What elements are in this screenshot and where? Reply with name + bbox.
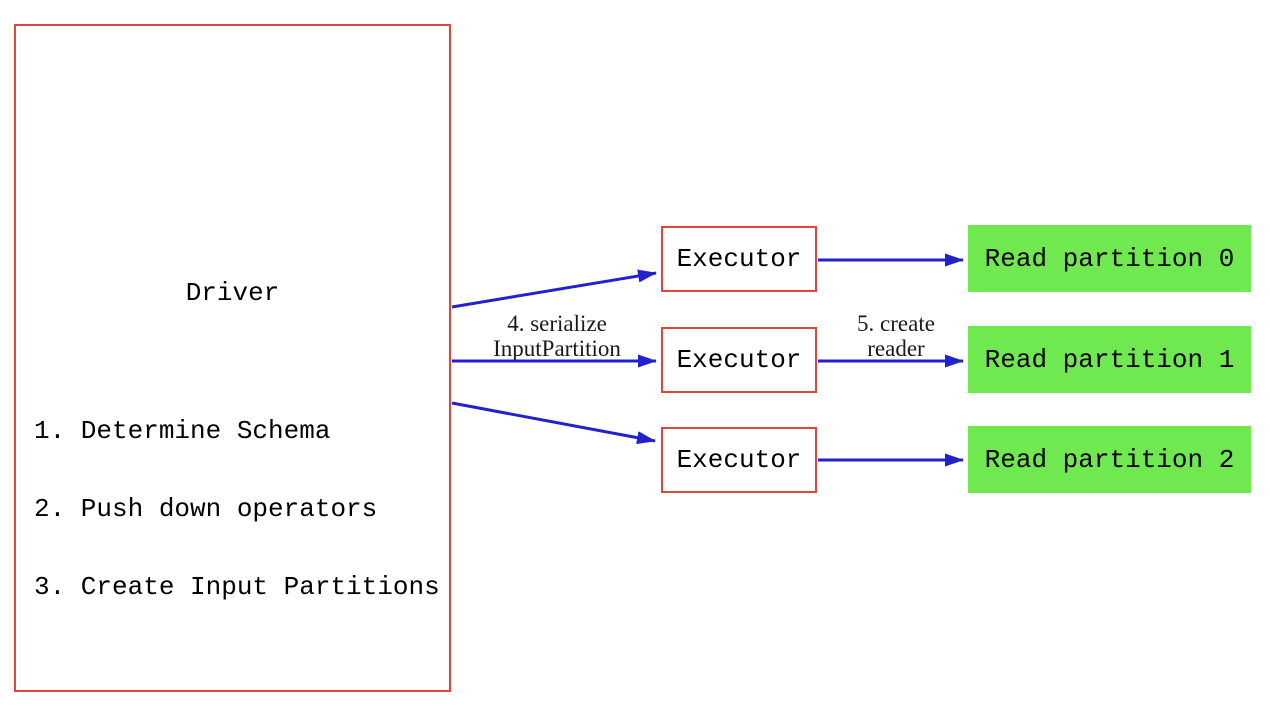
driver-steps-list: 1. Determine Schema 2. Push down operato… [34, 366, 440, 652]
arrow-driver-to-executor-3 [451, 401, 656, 445]
executor-label-3: Executor [676, 445, 802, 475]
read-partition-label-1: Read partition 1 [984, 344, 1235, 375]
driver-title: Driver [185, 278, 280, 308]
arrow-driver-to-executor-1 [451, 269, 657, 309]
read-partition-node-2: Read partition 2 [968, 426, 1251, 493]
edge-label-create-reader-line1: 5. create [857, 311, 935, 336]
edge-label-serialize-inputpartition: 4. serialize InputPartition [447, 311, 667, 361]
executor-node-2: Executor [661, 327, 817, 393]
edge-label-create-reader-line2: reader [867, 336, 925, 361]
executor-node-1: Executor [661, 226, 817, 292]
driver-step-2: 2. Push down operators [34, 494, 378, 524]
driver-node: Driver 1. Determine Schema 2. Push down … [14, 24, 451, 692]
read-partition-label-0: Read partition 0 [984, 243, 1235, 274]
edge-label-create-reader: 5. create reader [816, 311, 976, 361]
read-partition-node-0: Read partition 0 [968, 225, 1251, 292]
edge-label-serialize-line2: InputPartition [493, 336, 621, 361]
read-partition-label-2: Read partition 2 [984, 444, 1235, 475]
driver-step-1: 1. Determine Schema [34, 416, 331, 446]
executor-node-3: Executor [661, 427, 817, 493]
executor-label-2: Executor [676, 345, 802, 375]
read-partition-node-1: Read partition 1 [968, 326, 1251, 393]
edge-label-serialize-line1: 4. serialize [507, 311, 607, 336]
executor-label-1: Executor [676, 244, 802, 274]
driver-step-3: 3. Create Input Partitions [34, 572, 440, 602]
